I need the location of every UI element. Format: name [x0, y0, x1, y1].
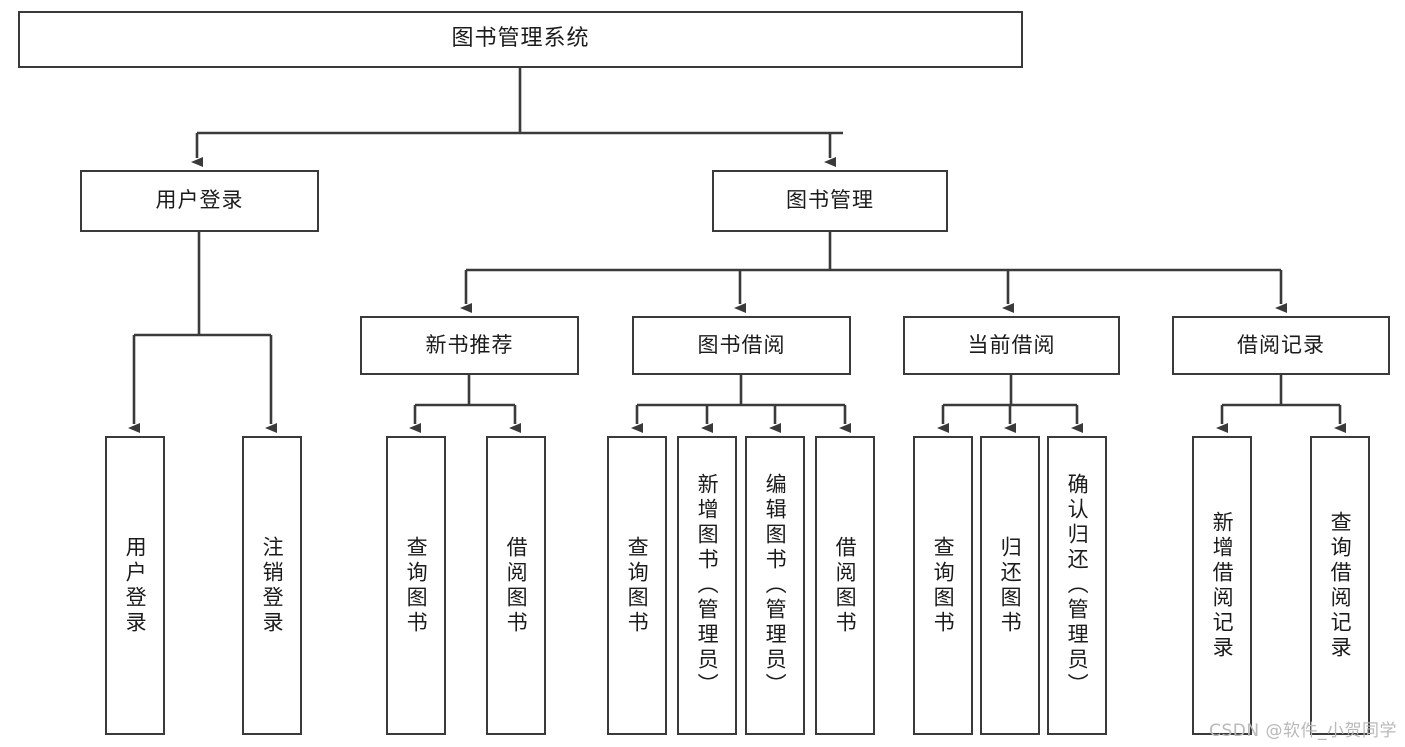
- node-borrow-record[interactable]: 借阅记录: [1172, 316, 1390, 375]
- leaf-current-query-book[interactable]: 查询图书: [913, 436, 973, 735]
- node-label: 借阅图书: [504, 535, 529, 636]
- node-current-borrow[interactable]: 当前借阅: [903, 316, 1120, 375]
- node-label: 新书推荐: [425, 332, 514, 357]
- node-label: 新增借阅记录: [1210, 510, 1235, 661]
- node-label: 查询图书: [625, 535, 650, 636]
- leaf-new-book-query[interactable]: 查询图书: [386, 436, 446, 735]
- node-label: 新增图书（管理员）: [695, 473, 720, 698]
- node-book-management[interactable]: 图书管理: [712, 170, 948, 232]
- leaf-current-confirm-return[interactable]: 确认归还（管理员）: [1047, 436, 1107, 735]
- node-label: 用户登录: [123, 535, 148, 636]
- node-user-login[interactable]: 用户登录: [80, 170, 319, 232]
- node-new-book-recommend[interactable]: 新书推荐: [360, 316, 579, 375]
- node-label: 借阅记录: [1237, 332, 1325, 357]
- node-book-borrow[interactable]: 图书借阅: [632, 316, 851, 375]
- node-label: 当前借阅: [967, 332, 1056, 357]
- leaf-record-add-record[interactable]: 新增借阅记录: [1192, 436, 1252, 735]
- node-label: 查询图书: [404, 535, 429, 636]
- node-label: 查询图书: [931, 535, 956, 636]
- node-label: 图书管理系统: [451, 26, 590, 52]
- leaf-new-book-borrow[interactable]: 借阅图书: [486, 436, 546, 735]
- node-label: 注销登录: [260, 535, 285, 636]
- node-label: 确认归还（管理员）: [1065, 473, 1090, 698]
- leaf-record-query-record[interactable]: 查询借阅记录: [1310, 436, 1370, 735]
- leaf-user-login-login[interactable]: 用户登录: [105, 436, 165, 735]
- node-label: 用户登录: [155, 188, 244, 213]
- node-label: 编辑图书（管理员）: [763, 473, 788, 698]
- watermark-text: CSDN @软件_小贺同学: [1209, 721, 1397, 741]
- leaf-borrow-add-book[interactable]: 新增图书（管理员）: [677, 436, 737, 735]
- leaf-borrow-edit-book[interactable]: 编辑图书（管理员）: [745, 436, 805, 735]
- leaf-user-login-logout[interactable]: 注销登录: [242, 436, 302, 735]
- node-label: 归还图书: [998, 535, 1023, 636]
- node-label: 查询借阅记录: [1328, 510, 1353, 661]
- node-root-system[interactable]: 图书管理系统: [18, 11, 1023, 68]
- leaf-borrow-query-book[interactable]: 查询图书: [607, 436, 667, 735]
- leaf-borrow-borrow-book[interactable]: 借阅图书: [815, 436, 875, 735]
- node-label: 图书管理: [786, 188, 874, 213]
- node-label: 图书借阅: [697, 332, 786, 357]
- node-label: 借阅图书: [833, 535, 858, 636]
- leaf-current-return-book[interactable]: 归还图书: [980, 436, 1040, 735]
